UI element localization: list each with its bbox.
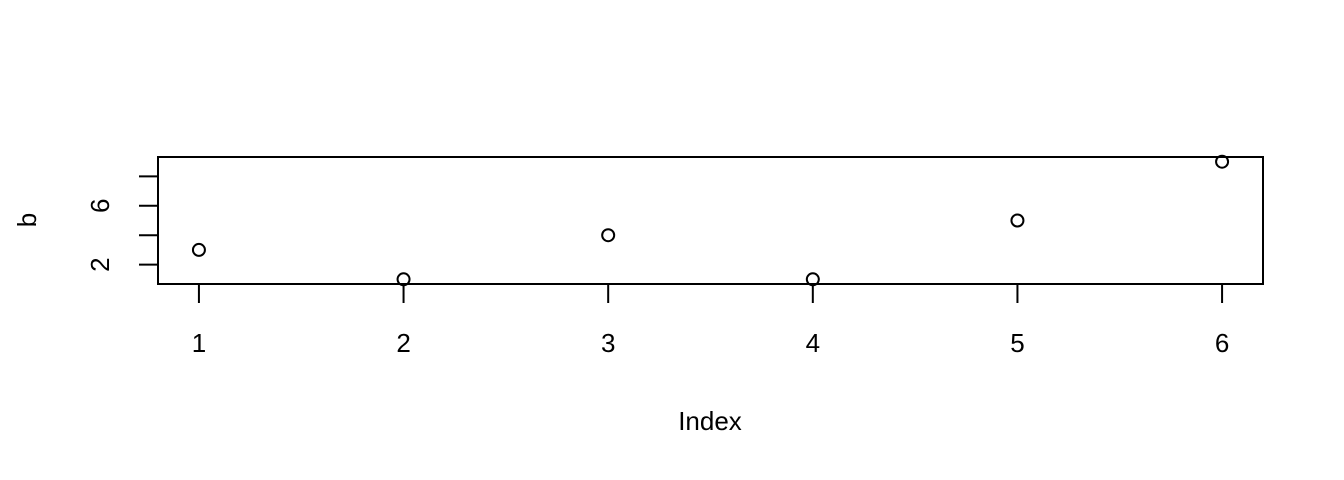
x-tick-label: 6 — [1215, 328, 1229, 358]
y-axis: 26 — [85, 175, 159, 272]
x-tick-label: 4 — [806, 328, 820, 358]
data-point — [1010, 213, 1025, 228]
x-tick-label: 1 — [192, 328, 206, 358]
x-axis-label: Index — [678, 406, 742, 436]
y-tick-label: 2 — [85, 257, 115, 271]
x-tick-label: 2 — [396, 328, 410, 358]
y-tick-label: 6 — [85, 199, 115, 213]
data-point — [1215, 154, 1230, 169]
x-tick-label: 3 — [601, 328, 615, 358]
data-point — [805, 272, 820, 287]
x-axis: 1 2 3 4 5 6 — [192, 283, 1229, 358]
y-axis-label: b — [12, 213, 42, 227]
data-point — [601, 228, 616, 243]
data-points — [191, 154, 1230, 287]
x-tick-label: 5 — [1010, 328, 1024, 358]
data-point — [191, 242, 206, 257]
plot-frame — [157, 156, 1264, 285]
data-point — [396, 272, 411, 287]
